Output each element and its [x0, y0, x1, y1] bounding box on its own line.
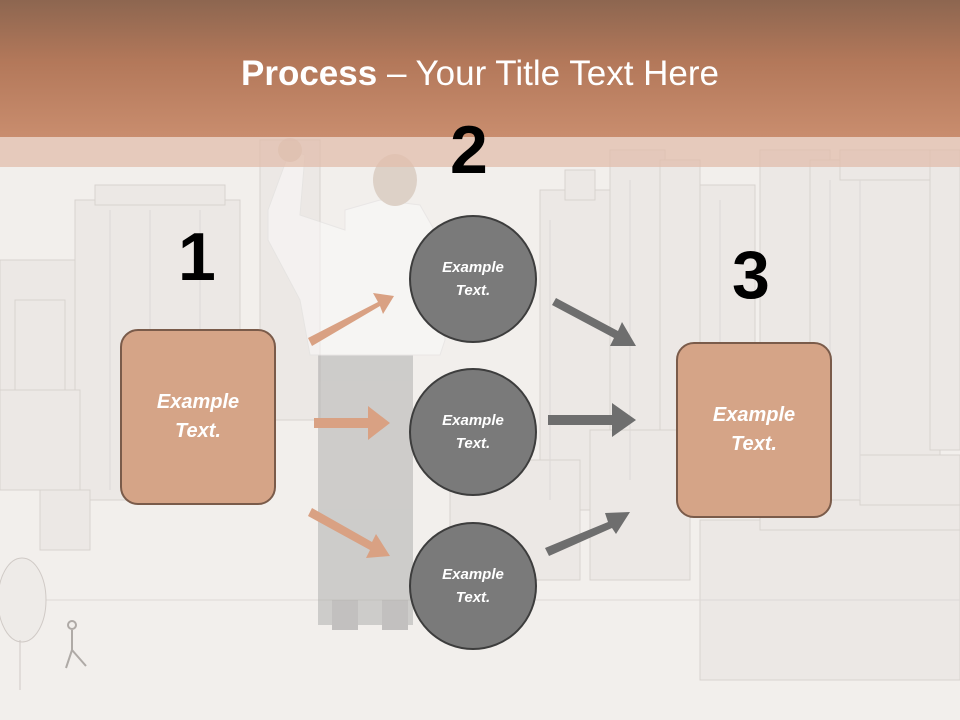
arrow-up-right-gray: [545, 512, 630, 556]
slide-title: Process – Your Title Text Here: [0, 52, 960, 96]
circle-2-line2: Text.: [455, 435, 491, 452]
title-bold: Process: [241, 54, 378, 93]
title-sub-band: [0, 137, 960, 167]
title-band: [0, 0, 960, 137]
step-1-box: Example Text.: [120, 329, 276, 505]
arrow-down-right-orange: [308, 508, 390, 558]
step-3-box: Example Text.: [676, 342, 832, 518]
step-3-label-line1: Example: [712, 404, 796, 426]
step-number-1: 1: [178, 219, 216, 295]
circle-3-line2: Text.: [455, 589, 491, 606]
circle-1-line1: Example: [442, 259, 504, 276]
circle-2: Example Text.: [409, 368, 537, 496]
step-3-label-line2: Text.: [731, 433, 777, 455]
title-rest: – Your Title Text Here: [377, 54, 719, 93]
step-1-label-line2: Text.: [175, 420, 221, 442]
step-number-2: 2: [450, 112, 488, 188]
circle-3-line1: Example: [442, 566, 504, 583]
circle-1: Example Text.: [409, 215, 537, 343]
step-number-3: 3: [732, 237, 770, 313]
arrow-down-right-gray: [552, 298, 636, 346]
circle-1-line2: Text.: [455, 282, 491, 299]
circle-3: Example Text.: [409, 522, 537, 650]
step-1-label-line1: Example: [156, 391, 240, 413]
circle-2-line1: Example: [442, 412, 504, 429]
arrow-right-gray: [548, 403, 636, 437]
arrow-right-orange: [314, 406, 390, 440]
arrow-up-right-orange: [308, 293, 394, 346]
